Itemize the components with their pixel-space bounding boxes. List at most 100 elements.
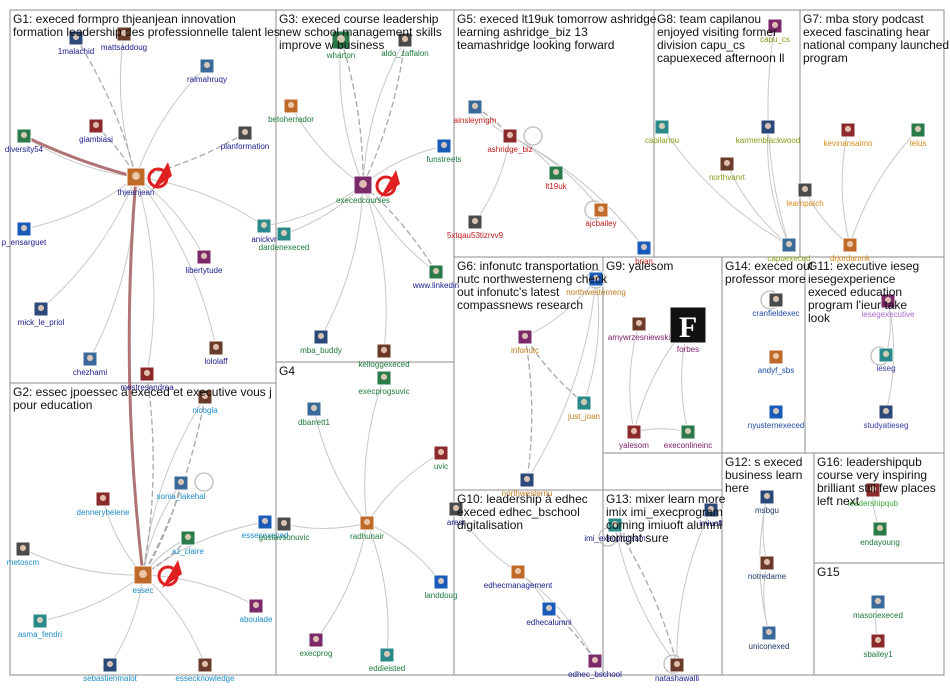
node-leadershipqub[interactable]: leadershipqub <box>848 482 899 508</box>
node-kelloggexeced[interactable]: kelloggexeced <box>358 343 410 369</box>
node-eddieisted[interactable]: eddieisted <box>369 647 405 673</box>
node-www.linkedin[interactable]: www.linkedin <box>412 264 459 290</box>
node-capu_cs[interactable]: capu_cs <box>760 18 790 44</box>
node-capuexeced[interactable]: capuexeced <box>767 237 811 263</box>
node-label: sbailey1 <box>863 650 893 659</box>
node-essecexeced[interactable]: essecexeced <box>242 514 289 540</box>
node-anickvr[interactable]: anickvr <box>251 218 277 244</box>
node-imiuoft[interactable]: imiuoft <box>699 502 724 528</box>
self-loop-ashridge_biz <box>523 126 543 146</box>
node-denneryhelene[interactable]: denneryhelene <box>77 491 130 517</box>
node-karmenblackwood[interactable]: karmenblackwood <box>736 119 800 145</box>
node-ieseg[interactable]: ieseg <box>876 347 896 373</box>
node-lt19uk[interactable]: lt19uk <box>545 165 568 191</box>
node-thjeanjean[interactable]: thjeanjean <box>118 167 155 197</box>
node-ainsleymgm[interactable]: ainsleymgm <box>454 99 497 125</box>
node-yalesom[interactable]: yalesom <box>619 424 649 450</box>
node-edhecalumni[interactable]: edhecalumni <box>526 601 572 627</box>
node-notredame[interactable]: notredame <box>748 555 787 581</box>
node-sonia_lakehal[interactable]: sonia_lakehal <box>157 475 206 501</box>
node-mick_le_priol[interactable]: mick_le_priol <box>18 301 65 327</box>
node-label: aboulade <box>240 615 273 624</box>
node-avatar-face-icon <box>764 122 772 130</box>
node-execprogsuvic[interactable]: execprogsuvic <box>358 370 410 396</box>
node-label: msbgu <box>755 506 779 515</box>
node-betoherrador[interactable]: betoherrador <box>268 98 314 124</box>
node-avatar-face-icon <box>591 656 599 664</box>
node-andyf_sbs[interactable]: andyf_sbs <box>758 349 794 375</box>
node-lololaff[interactable]: lololaff <box>205 340 229 366</box>
node-planformation[interactable]: planformation <box>221 125 269 151</box>
node-brian[interactable]: brian <box>635 240 653 266</box>
node-mba_buddy[interactable]: mba_buddy <box>300 329 342 355</box>
node-avatar-face-icon <box>876 524 884 532</box>
node-execedcourses[interactable]: execedcourses <box>336 175 390 205</box>
node-ashridge_biz[interactable]: ashridge_biz <box>487 128 533 154</box>
node-capilanou[interactable]: capilanou <box>645 119 679 145</box>
node-sz_claire[interactable]: sz_claire <box>172 530 204 556</box>
node-iesegexecutive[interactable]: iesegexecutive <box>862 293 915 319</box>
node-ajcbailey[interactable]: ajcbailey <box>585 202 617 228</box>
node-infonutc[interactable]: infonutc <box>511 329 539 355</box>
node-essec[interactable]: essec <box>133 565 154 595</box>
node-nicogla[interactable]: nicogla <box>192 389 218 415</box>
node-landdoug[interactable]: landdoug <box>425 574 458 600</box>
node-aboulade[interactable]: aboulade <box>240 598 273 624</box>
node-gustavsonuvic[interactable]: gustavsonuvic <box>259 516 310 542</box>
node-avatar-face-icon <box>203 61 211 69</box>
node-uniconexed[interactable]: uniconexed <box>749 625 790 651</box>
node-avatar-face-icon <box>552 168 560 176</box>
node-imi_execprogram[interactable]: imi_execprogram <box>584 517 646 543</box>
node-avatar-face-icon <box>363 518 371 526</box>
node-radhunair[interactable]: radhunair <box>350 515 384 541</box>
node-5xtqau53tizrvv9[interactable]: 5xtqau53tizrvv9 <box>447 214 504 240</box>
node-masonexeced[interactable]: masonexeced <box>853 594 903 620</box>
node-dardenexeced[interactable]: dardenexeced <box>259 226 310 252</box>
node-cranfieldexec[interactable]: cranfieldexec <box>752 292 800 318</box>
node-p_ensarguet[interactable]: p_ensarguet <box>2 221 47 247</box>
node-mestresandrea[interactable]: mestresandrea <box>120 366 174 392</box>
node-just_joan[interactable]: just_joan <box>567 395 600 421</box>
node-sebastienmalot[interactable]: sebastienmalot <box>83 657 138 683</box>
node-diversity54[interactable]: diversity54 <box>5 128 44 154</box>
node-amywrzesniewski[interactable]: amywrzesniewski <box>608 316 670 342</box>
node-wharton[interactable]: wharton <box>326 30 355 60</box>
node-mattsaddoug[interactable]: mattsaddoug <box>101 26 147 52</box>
node-nyusternexeced[interactable]: nyusternexeced <box>748 404 804 430</box>
node-drjordanmk[interactable]: drjordanmk <box>830 237 871 263</box>
node-1malachid[interactable]: 1malachid <box>58 30 94 56</box>
node-giambiasi[interactable]: giambiasi <box>79 118 113 144</box>
node-asma_fendri[interactable]: asma_fendri <box>18 613 62 639</box>
node-northvanrt[interactable]: northvanrt <box>709 156 746 182</box>
node-libertytude[interactable]: libertytude <box>186 249 223 275</box>
node-aresr[interactable]: aresr <box>447 501 466 527</box>
node-northwesterneng[interactable]: northwesterneng <box>566 271 626 297</box>
node-edhec_bschool[interactable]: edhec_bschool <box>568 653 622 679</box>
node-endayoung[interactable]: endayoung <box>860 521 900 547</box>
node-edhecmanagement[interactable]: edhecmanagement <box>484 564 553 590</box>
node-metoscm[interactable]: metoscm <box>7 541 40 567</box>
node-ralmahruqy[interactable]: ralmahruqy <box>187 58 227 84</box>
node-natashawalli[interactable]: natashawalli <box>655 657 699 683</box>
node-funstreets[interactable]: funstreets <box>426 138 462 164</box>
node-studyatieseg[interactable]: studyatieseg <box>864 404 909 430</box>
node-aldo_zaffalon[interactable]: aldo_zaffalon <box>381 32 429 58</box>
node-learnpatch[interactable]: learnpatch <box>786 182 824 208</box>
node-dbarrett1[interactable]: dbarrett1 <box>298 401 331 427</box>
node-avatar-face-icon <box>684 427 692 435</box>
node-northwesternu[interactable]: northwesternu <box>502 472 553 498</box>
node-chezhami[interactable]: chezhami <box>73 351 107 377</box>
node-essecknowledge[interactable]: essecknowledge <box>175 657 235 683</box>
node-avatar-face-icon <box>201 660 209 668</box>
node-avatar-face-icon <box>869 485 877 493</box>
node-execprog[interactable]: execprog <box>300 632 333 658</box>
node-telus[interactable]: telus <box>910 122 927 148</box>
node-kevinansaimo[interactable]: kevinansaimo <box>824 122 873 148</box>
node-label: drjordanmk <box>830 254 871 263</box>
node-label: eddieisted <box>369 664 405 673</box>
node-execonlineinc[interactable]: execonlineinc <box>664 424 712 450</box>
node-msbgu[interactable]: msbgu <box>755 489 779 515</box>
node-sbailey1[interactable]: sbailey1 <box>863 633 893 659</box>
node-uvic[interactable]: uvic <box>433 445 449 471</box>
